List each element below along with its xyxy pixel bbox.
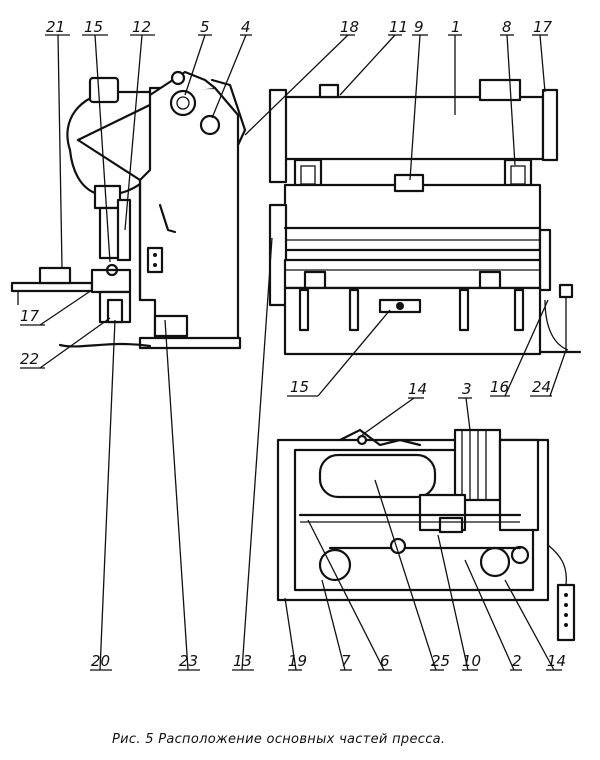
callout-18: 18 (340, 18, 359, 36)
callout-12: 12 (132, 18, 151, 36)
callout-17-top: 17 (533, 18, 553, 36)
callout-19: 19 (288, 652, 307, 670)
callout-24: 24 (532, 378, 551, 396)
callout-14-bottom: 14 (547, 652, 566, 670)
callout-2: 2 (512, 652, 522, 670)
gear-5 (169, 89, 197, 117)
callout-7: 7 (341, 652, 351, 670)
callout-15: 15 (84, 18, 103, 36)
callout-14-top: 14 (408, 380, 427, 398)
callout-6: 6 (380, 652, 390, 670)
callout-16: 16 (490, 378, 509, 396)
callout-8: 8 (502, 18, 512, 36)
bed (283, 286, 542, 356)
callout-13: 13 (233, 652, 252, 670)
handwheel-4 (199, 114, 221, 136)
figure-caption: Рис. 5 Расположение основных частей прес… (112, 732, 446, 747)
callout-1: 1 (451, 18, 461, 36)
leader-lines (20, 34, 567, 671)
callout-5: 5 (200, 18, 210, 36)
motor-top (88, 76, 120, 104)
callout-4: 4 (241, 18, 251, 36)
callout-21: 21 (46, 18, 65, 36)
callout-9: 9 (414, 18, 424, 36)
roller-7 (318, 548, 352, 582)
side-frame (138, 86, 240, 347)
ram-9 (283, 183, 542, 252)
callout-22: 22 (20, 350, 39, 368)
callout-20: 20 (91, 652, 110, 670)
callout-15-front: 15 (290, 378, 309, 396)
callout-25: 25 (431, 652, 450, 670)
tank-25 (318, 453, 437, 499)
callout-10: 10 (462, 652, 481, 670)
callout-17-left: 17 (20, 307, 40, 325)
callout-labels: 21 15 12 5 4 18 11 9 1 8 17 17 22 15 16 … (20, 18, 566, 670)
side-view (10, 70, 247, 350)
callout-3: 3 (462, 380, 472, 398)
feed-table (10, 281, 94, 293)
callout-11: 11 (389, 18, 408, 36)
plan-view (276, 428, 576, 642)
front-view (268, 78, 582, 356)
callout-23: 23 (179, 652, 198, 670)
